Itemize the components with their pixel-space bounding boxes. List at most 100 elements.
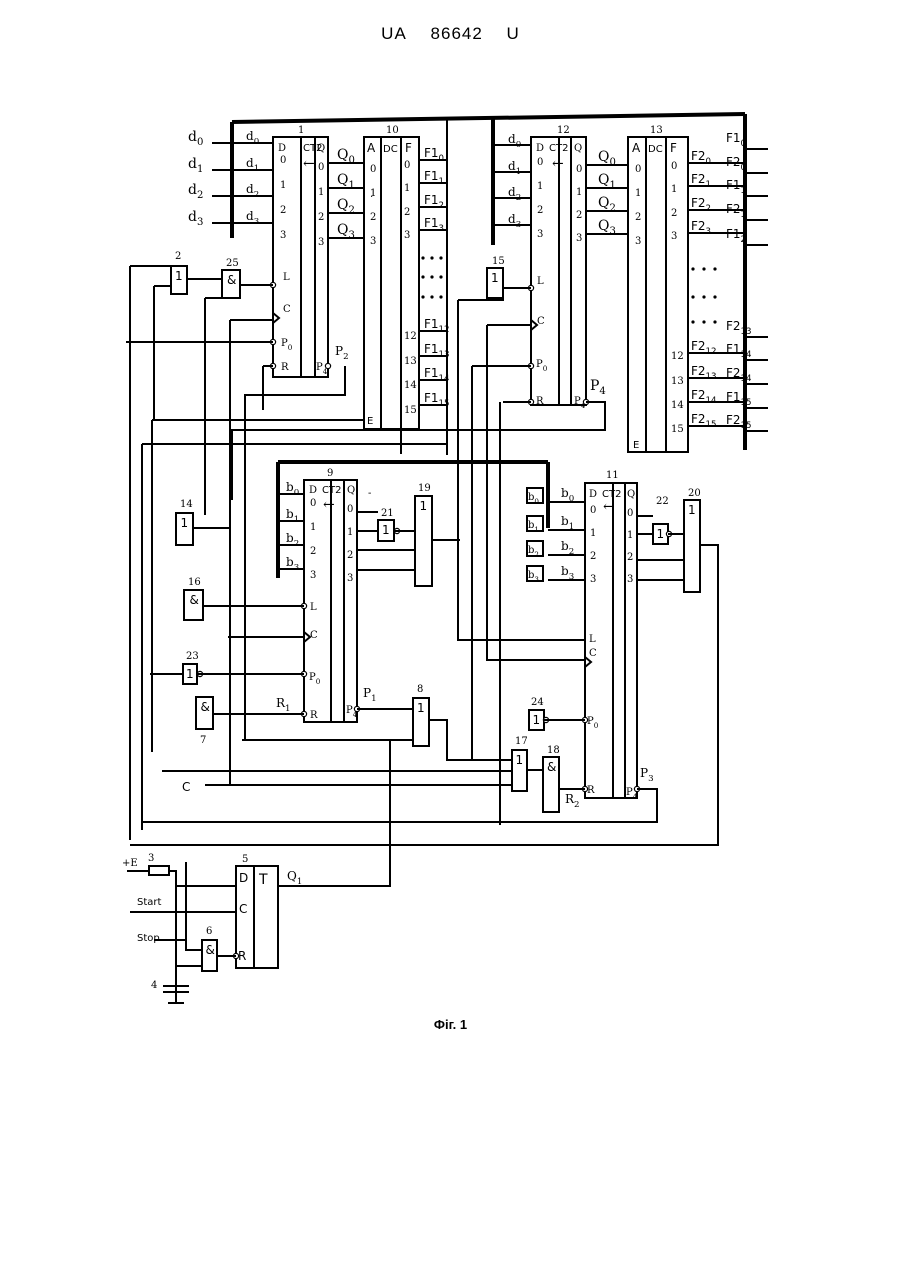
counter1-pin-d1: d1 — [246, 156, 259, 174]
f2-output-label-6: F214 — [691, 388, 717, 406]
counter-11-in-3: 3 — [590, 574, 596, 585]
input-label-d2: d2 — [188, 182, 203, 201]
gate-25-number: 25 — [226, 258, 239, 269]
gate-14-symbol: 1 — [181, 516, 189, 530]
decoder-10-dc: DC — [383, 144, 398, 155]
decoder-13-a: A — [632, 141, 641, 155]
decoder-10-left — [364, 137, 381, 429]
decoder-13-in-0: 0 — [635, 164, 641, 175]
f1-output-label-7: F115 — [424, 391, 450, 409]
input-label-d0: d0 — [188, 129, 203, 148]
decoder-10-out-2: 2 — [404, 207, 410, 218]
counter-9-center — [331, 480, 344, 722]
counter12-pin-d3: d3 — [508, 212, 521, 230]
f1-ellipsis-dot-1-0 — [421, 275, 424, 278]
f2-output-label-3: F23 — [691, 219, 711, 237]
counter-9-out-3: 3 — [347, 573, 353, 584]
resistor-3 — [149, 866, 169, 875]
trigger-5-r: R — [238, 949, 246, 963]
trigger-5-d: D — [239, 871, 248, 885]
f1-ellipsis-dot-1-1 — [430, 275, 433, 278]
f1-output-label-1: F11 — [424, 169, 444, 187]
counter1-pin-d2: d2 — [246, 182, 259, 200]
supply-label-plus-e: +E — [122, 858, 138, 869]
counter-12-in-0: 0 — [537, 157, 543, 168]
decoder-10-out-14: 14 — [404, 380, 417, 391]
counter-9-d: D — [309, 485, 317, 496]
gate-25-symbol: & — [227, 273, 236, 287]
f2-output-label-0: F20 — [691, 149, 711, 167]
gate-19-number: 19 — [418, 483, 431, 494]
gate-15-symbol: 1 — [491, 271, 499, 285]
f1-ellipsis-dot-2-0 — [421, 295, 424, 298]
right-output-label-7: F214 — [726, 366, 752, 384]
counter9-label-r1: R1 — [276, 696, 291, 714]
f1-ellipsis-dot-0-0 — [421, 256, 424, 259]
counter-11-out-2: 2 — [627, 552, 633, 563]
gate-16-number: 16 — [188, 577, 201, 588]
trigger-5-t: T — [258, 872, 268, 888]
decoder-10-f: F — [405, 141, 412, 155]
clock-label-c: C — [182, 780, 190, 794]
decoder-13-out-14: 14 — [671, 400, 684, 411]
counter-12-out-3: 3 — [576, 233, 582, 244]
right-output-label-8: F115 — [726, 390, 752, 408]
counter-1-in-1: 1 — [280, 180, 286, 191]
gate-8-symbol: 1 — [417, 701, 425, 715]
f1-output-label-6: F114 — [424, 366, 450, 384]
counter-11-r: R — [587, 785, 595, 796]
gate-24-number: 24 — [531, 697, 544, 708]
f2-ellipsis-dot-1-1 — [702, 295, 705, 298]
counter-11-d: D — [589, 489, 597, 500]
counter-12-q: Q — [574, 143, 582, 154]
counter-1-in-2: 2 — [280, 205, 286, 216]
gate-21-symbol: 1 — [382, 523, 390, 537]
gate-22-number: 22 — [656, 496, 669, 507]
counter-1-in-0: 0 — [280, 155, 286, 166]
counter-12-in-3: 3 — [537, 229, 543, 240]
counter-1-in-3: 3 — [280, 230, 286, 241]
f2-ellipsis-dot-2-2 — [713, 320, 716, 323]
f2-ellipsis-dot-0-1 — [702, 267, 705, 270]
decoder-13-f: F — [670, 141, 677, 155]
f2-output-label-4: F212 — [691, 339, 717, 357]
decoder-13-out-15: 15 — [671, 424, 684, 435]
decoder-10-out-15: 15 — [404, 405, 417, 416]
counter-12-arrow: ← — [552, 156, 564, 172]
counter-12-out-1: 1 — [576, 187, 582, 198]
gate-22-symbol: 1 — [657, 527, 665, 541]
decoder-10-out-13: 13 — [404, 356, 417, 367]
f1-output-label-4: F112 — [424, 317, 450, 335]
decoder-13-out-1: 1 — [671, 184, 677, 195]
gate-17-number: 17 — [515, 736, 528, 747]
f1-output-label-2: F12 — [424, 193, 444, 211]
counter-12-r: R — [536, 396, 544, 407]
decoder-13-in-2: 2 — [635, 212, 641, 223]
counter-1-d: D — [278, 143, 286, 154]
counter12-label-p4: P4 — [590, 378, 606, 397]
gate-2-symbol: 1 — [175, 269, 183, 283]
counter-1-out-0: 0 — [318, 162, 324, 173]
decoder-13-out-12: 12 — [671, 351, 684, 362]
f2-output-label-7: F215 — [691, 412, 717, 430]
counter9-pin-b1: b1 — [286, 507, 299, 525]
counter-1-arrow: ← — [303, 156, 315, 172]
counter-9-l: L — [310, 602, 317, 613]
f1-ellipsis-dot-1-2 — [439, 275, 442, 278]
decoder-13-mid — [646, 137, 666, 452]
counter-9-in-2: 2 — [310, 546, 316, 557]
counter-11-number: 11 — [606, 470, 619, 481]
counter9-mark: - — [368, 488, 371, 499]
counter-12-in-2: 2 — [537, 205, 543, 216]
f1-output-label-5: F113 — [424, 342, 450, 360]
capacitor-4-number: 4 — [151, 980, 157, 991]
counter-1-number: 1 — [298, 125, 304, 136]
counter-1-r: R — [281, 362, 289, 373]
right-output-label-5: F213 — [726, 319, 752, 337]
trigger-5-number: 5 — [242, 854, 248, 865]
counter9-pin-b2: b2 — [286, 531, 299, 549]
wire-61 — [278, 740, 390, 886]
counter-12-c: C — [537, 316, 545, 327]
trigger5-label-q1: Q1 — [287, 869, 302, 887]
counter-1-q: Q — [317, 143, 325, 154]
